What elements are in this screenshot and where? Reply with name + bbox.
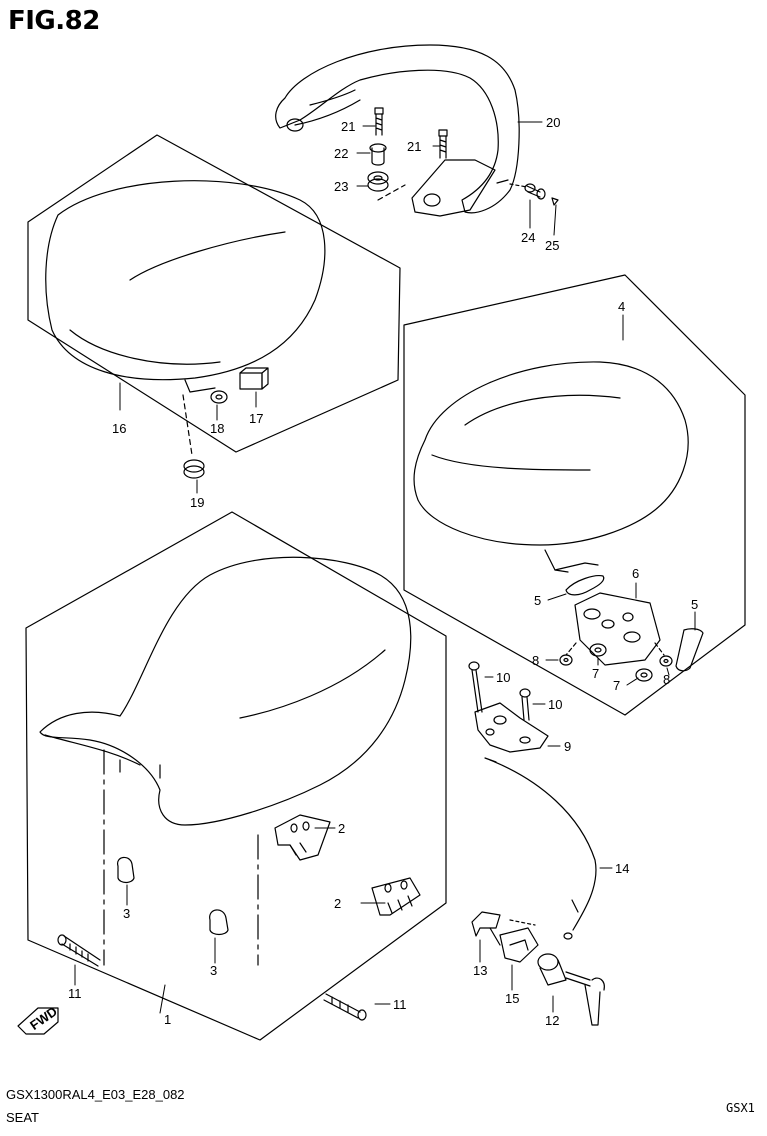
callout-13: 13 bbox=[473, 963, 487, 978]
front-seat-group-outline bbox=[403, 274, 746, 716]
callout-10b: 10 bbox=[548, 697, 562, 712]
callout-7b: 7 bbox=[613, 678, 620, 693]
callout-7a: 7 bbox=[592, 666, 599, 681]
main-seat-group-outline bbox=[25, 511, 447, 1041]
callout-3b: 3 bbox=[210, 963, 217, 978]
callout-2a: 2 bbox=[338, 821, 345, 836]
callout-8a: 8 bbox=[532, 653, 539, 668]
cushion-part-19[interactable] bbox=[183, 459, 205, 479]
callout-21a: 21 bbox=[341, 119, 355, 134]
bolt-part-10a[interactable] bbox=[468, 661, 483, 713]
seat-lock-set-part-12[interactable] bbox=[537, 953, 605, 1026]
nut-part-8b[interactable] bbox=[659, 655, 673, 667]
callout-25: 25 bbox=[545, 238, 559, 253]
callout-5b: 5 bbox=[691, 597, 698, 612]
bolt-part-21b[interactable] bbox=[438, 129, 448, 159]
rear-seat-group-outline bbox=[27, 134, 401, 453]
damper-part-17[interactable] bbox=[239, 372, 263, 390]
callout-8b: 8 bbox=[663, 672, 670, 687]
callout-10a: 10 bbox=[496, 670, 510, 685]
front-seat-group bbox=[403, 274, 746, 716]
callout-14: 14 bbox=[615, 861, 629, 876]
lock-cable-group bbox=[471, 757, 605, 1026]
diagram-name: SEAT bbox=[6, 1110, 39, 1125]
callout-22: 22 bbox=[334, 146, 348, 161]
damper-part-2a[interactable] bbox=[274, 814, 331, 861]
main-seat-group bbox=[25, 511, 447, 1041]
grommet-part-18[interactable] bbox=[210, 390, 228, 404]
nut-part-7a[interactable] bbox=[589, 643, 607, 657]
collar-part-22[interactable] bbox=[369, 143, 387, 166]
nut-part-8a[interactable] bbox=[559, 654, 573, 666]
damper-part-5b[interactable] bbox=[675, 628, 704, 672]
lock-plate-part-13[interactable] bbox=[471, 911, 501, 946]
front-seat-part-4[interactable] bbox=[413, 361, 689, 546]
grommet-part-23[interactable] bbox=[367, 171, 389, 192]
callout-5a: 5 bbox=[534, 593, 541, 608]
model-label: GSX1 bbox=[726, 1101, 755, 1115]
callout-21b: 21 bbox=[407, 139, 421, 154]
seat-lock-part-9[interactable] bbox=[474, 702, 549, 753]
callout-11a: 11 bbox=[68, 986, 82, 1001]
rear-seat-part-16[interactable] bbox=[45, 180, 326, 381]
callout-18: 18 bbox=[210, 421, 224, 436]
cable-part-14[interactable] bbox=[489, 759, 597, 931]
bolt-part-11b[interactable] bbox=[323, 993, 367, 1021]
bracket-part-6[interactable] bbox=[574, 592, 661, 666]
figure-title: FIG.82 bbox=[8, 6, 100, 36]
leader-lines bbox=[74, 121, 696, 1014]
bolt-part-11a[interactable] bbox=[57, 934, 101, 967]
pillion-rail-part-20[interactable] bbox=[275, 44, 520, 214]
callout-3a: 3 bbox=[123, 906, 130, 921]
callout-4: 4 bbox=[618, 299, 625, 314]
pillion-rail-group bbox=[275, 44, 559, 217]
callout-11b: 11 bbox=[393, 997, 407, 1012]
callout-2b: 2 bbox=[334, 896, 341, 911]
rear-seat-group bbox=[27, 134, 401, 479]
clip-part-25[interactable] bbox=[551, 197, 559, 206]
callout-labels: 1 2 2 3 3 4 5 5 6 7 7 8 8 9 10 10 11 11 … bbox=[68, 115, 698, 1028]
cushion-part-3b[interactable] bbox=[209, 909, 229, 936]
nut-part-7b[interactable] bbox=[635, 668, 653, 682]
callout-9: 9 bbox=[564, 739, 571, 754]
damper-part-5a[interactable] bbox=[565, 575, 605, 596]
cushion-part-3a[interactable] bbox=[117, 856, 135, 884]
fwd-arrow-icon: FWD bbox=[17, 1004, 60, 1035]
bolt-part-10b[interactable] bbox=[519, 688, 531, 721]
bolt-part-21a[interactable] bbox=[374, 107, 384, 136]
seat-lock-group bbox=[468, 661, 549, 753]
callout-6: 6 bbox=[632, 566, 639, 581]
callout-15: 15 bbox=[505, 991, 519, 1006]
main-seat-part-1[interactable] bbox=[39, 556, 412, 826]
callout-17: 17 bbox=[249, 411, 263, 426]
callout-24: 24 bbox=[521, 230, 535, 245]
callout-1: 1 bbox=[164, 1012, 171, 1027]
callout-20: 20 bbox=[546, 115, 560, 130]
callout-19: 19 bbox=[190, 495, 204, 510]
diagram-code: GSX1300RAL4_E03_E28_082 bbox=[6, 1087, 185, 1102]
callout-23: 23 bbox=[334, 179, 348, 194]
collar-part-24[interactable] bbox=[524, 183, 546, 200]
bracket-part-15[interactable] bbox=[499, 919, 539, 963]
callout-16: 16 bbox=[112, 421, 126, 436]
callout-12: 12 bbox=[545, 1013, 559, 1028]
damper-part-2b[interactable] bbox=[371, 877, 421, 916]
